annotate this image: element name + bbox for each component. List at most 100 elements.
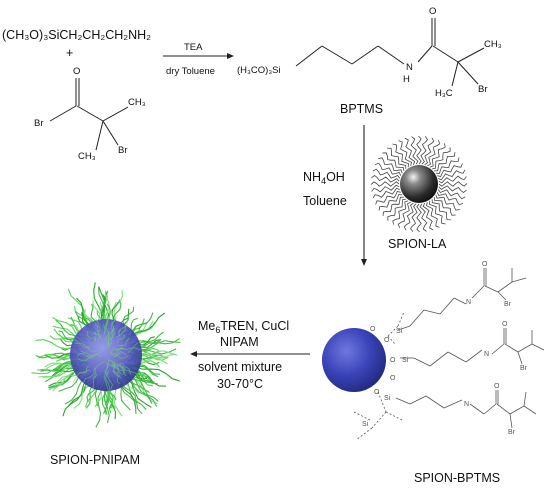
ligand-chain [432, 147, 451, 170]
polymer-chain-overlay [95, 317, 104, 341]
polymer-chain [134, 338, 180, 352]
polymer-chain-overlay [88, 353, 102, 359]
ligand-chain [437, 189, 466, 200]
bptms-atom-o5: O [374, 389, 380, 396]
bptms-structure [295, 18, 485, 87]
ligand-chain [374, 162, 402, 176]
polymer-chain [131, 370, 167, 387]
spion-bptms-core [322, 328, 386, 392]
ligand-chain [372, 168, 401, 179]
spion-bptms-atom-labels: O O Si O Si O O Si Si N N N O O O Br Br … [362, 261, 528, 436]
ligand-chain [387, 147, 407, 169]
ligand-chain [392, 200, 409, 225]
plus-sign: + [66, 46, 73, 60]
polymer-chain [120, 381, 143, 415]
spion-la-core [400, 165, 438, 203]
polymer-chain-overlay [103, 365, 109, 391]
ligand-chain [427, 139, 441, 167]
step3-line3: solvent mixture [198, 360, 282, 374]
bromide-methyl-a: CH₃ [128, 97, 146, 108]
bptms-silyl: (H₃CO)₃Si [237, 65, 281, 76]
ligand-chain [431, 199, 451, 221]
polymer-chain-overlay [106, 369, 113, 390]
polymer-chain-overlay [106, 336, 113, 349]
polymer-chain-overlay [95, 322, 101, 334]
polymer-chain-overlay [115, 351, 127, 357]
polymer-chain [35, 352, 76, 359]
spion-pnipam-label: SPION-PNIPAM [50, 453, 140, 467]
ligand-chain [370, 181, 400, 187]
polymer-chain-overlay [86, 331, 96, 342]
step3-line1: Me6TREN, CuCl [198, 319, 289, 335]
bptms-methyl-b: H₃C [435, 88, 453, 99]
bptms-h: H [403, 74, 410, 85]
bptms-atom-si3: Si [384, 395, 391, 402]
ligand-chain [437, 163, 463, 177]
polymer-chain-overlay [115, 318, 130, 338]
ligand-chain [438, 175, 467, 184]
spion-pnipam-overlay-brushes [69, 311, 142, 398]
spion-la-label: SPION-LA [388, 237, 447, 251]
ligand-chain [416, 203, 422, 233]
bptms-bromine: Br [478, 84, 488, 95]
step3-line2: NIPAM [220, 335, 259, 349]
polymer-chain-overlay [110, 314, 119, 338]
ligand-chain [435, 194, 460, 211]
polymer-chain-overlay [92, 360, 105, 379]
step3-line4: 30-70°C [217, 377, 263, 391]
step2-arrow [361, 125, 367, 266]
polymer-chain-overlay [103, 311, 109, 334]
ligand-chain [420, 136, 429, 165]
polymer-chain-overlay [118, 321, 128, 337]
ligand-chain [382, 152, 405, 171]
ligand-chain [404, 137, 416, 165]
bptms-atom-si4: Si [362, 421, 369, 428]
step2-solvent: Toluene [303, 194, 347, 208]
polymer-chain-overlay [119, 364, 141, 381]
polymer-chain-overlay [111, 362, 122, 379]
polymer-chain-overlay [127, 346, 142, 353]
bptms-atom-o3: O [390, 357, 396, 364]
ligand-chain [433, 197, 456, 216]
spion-la-ligand-shell [370, 135, 468, 233]
ligand-chain [435, 157, 460, 174]
ligand-chain [378, 194, 403, 211]
polymer-chain-overlay [69, 339, 90, 349]
polymer-chain-overlay [77, 355, 94, 362]
ligand-chain [424, 137, 435, 166]
bptms-atom-o7: O [502, 321, 508, 328]
ligand-chain [429, 200, 446, 225]
polymer-chain-overlay [104, 361, 110, 375]
ligand-chain [403, 202, 414, 231]
ligand-chain [378, 157, 403, 174]
ligand-chain [409, 203, 418, 232]
polymer-chain-overlay [110, 344, 123, 353]
ligand-chain [375, 191, 401, 205]
bptms-atom-n2: N [484, 351, 489, 358]
step3-arrow [190, 351, 310, 357]
polymer-chain-overlay [107, 325, 115, 347]
polymer-chain-overlay [104, 331, 110, 348]
polymer-chain-overlay [112, 370, 121, 385]
polymer-chain [135, 350, 178, 357]
ligand-chain [426, 202, 440, 228]
step2-reagent: NH4OH [303, 170, 345, 186]
bromide-oxygen: O [73, 66, 80, 77]
bromide-br2: Br [118, 145, 128, 156]
polymer-chain [128, 374, 159, 402]
bptms-atom-si2: Si [402, 357, 409, 364]
polymer-chain-overlay [116, 363, 126, 371]
polymer-chain-overlay [72, 369, 91, 383]
ligand-chain [392, 143, 409, 168]
bptms-n: N [406, 62, 413, 73]
polymer-chain-overlay [82, 367, 95, 384]
ligand-chain [438, 185, 467, 194]
bptms-atom-br2: Br [520, 365, 528, 372]
ligand-chain [434, 152, 456, 172]
step1-solvent: dry Toluene [166, 66, 215, 77]
polymer-chain-overlay [107, 359, 115, 372]
polymer-chain-overlay [76, 352, 90, 357]
bromide-methyl-b: CH₃ [78, 151, 96, 162]
bptms-atom-o6: O [482, 261, 488, 268]
